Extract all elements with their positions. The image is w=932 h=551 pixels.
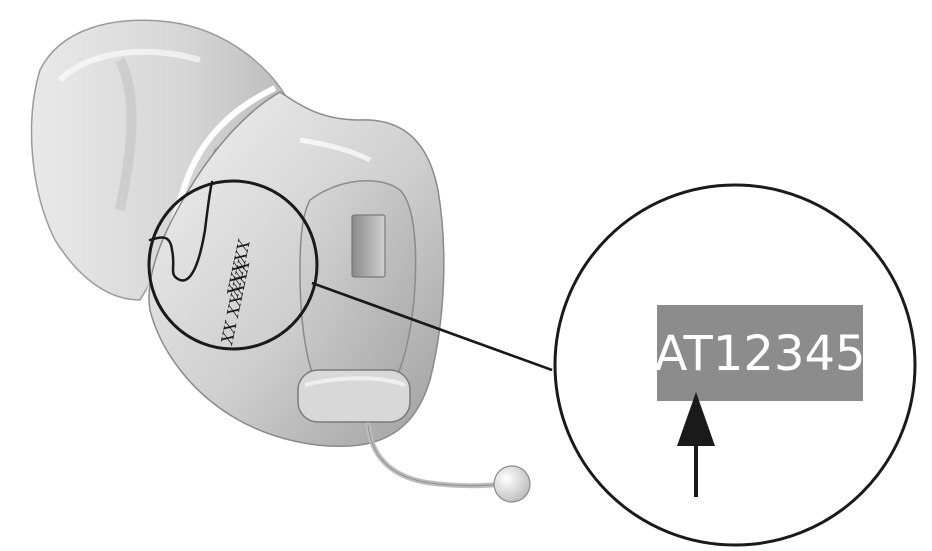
vent-slot: [351, 214, 386, 278]
battery-door-tab: [297, 369, 411, 423]
canal-tip: [30, 19, 286, 301]
serial-number-text: AT12345: [654, 326, 865, 382]
removal-ball: [493, 465, 531, 503]
engraving-magnifier: [147, 179, 319, 351]
shell-edge-line: [148, 180, 214, 282]
serial-number-label: AT12345: [654, 305, 866, 401]
arrow-up-icon: [677, 392, 715, 497]
callout-connector-bottom: [311, 281, 553, 372]
